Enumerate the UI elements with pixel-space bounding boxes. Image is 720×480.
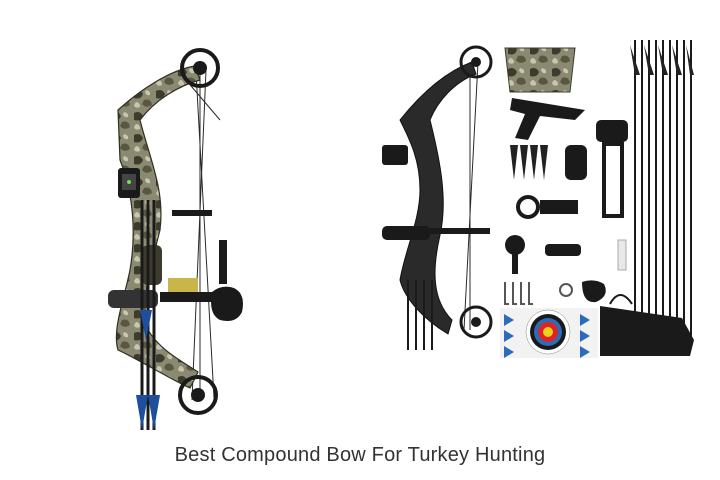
hex-keys-icon xyxy=(504,282,533,305)
bow-riser xyxy=(115,65,201,389)
bottom-cam-icon xyxy=(178,375,218,415)
kit-arrow-rest-icon xyxy=(505,235,525,274)
arm-guard-icon xyxy=(504,47,576,93)
arrow-rest-icon xyxy=(172,210,212,216)
string-wax-icon xyxy=(617,239,627,271)
kit-arrows-icon xyxy=(407,280,433,350)
release-aid-icon xyxy=(211,240,243,321)
small-stabilizer-icon xyxy=(545,244,581,256)
kit-release-aid-icon xyxy=(582,280,606,303)
wrist-release-icon xyxy=(565,145,587,180)
d-loop-icon xyxy=(559,283,573,297)
arrow-fletchings-icon xyxy=(630,45,694,75)
broadheads-icon xyxy=(510,145,548,180)
image-caption: Best Compound Bow For Turkey Hunting xyxy=(174,444,546,466)
top-cam-icon xyxy=(180,48,220,88)
black-compound-bow xyxy=(382,45,493,350)
bow-sight-icon xyxy=(118,168,140,198)
target-faces-icon xyxy=(500,308,598,358)
peep-sight-icon xyxy=(516,195,578,219)
case-handle-icon xyxy=(609,294,633,305)
camo-compound-bow-photo xyxy=(108,48,243,430)
bow-string xyxy=(185,69,221,401)
stabilizer-icon xyxy=(108,278,215,308)
arrows-bundle-icon xyxy=(634,40,692,340)
kit-quiver-icon xyxy=(596,120,628,218)
quiver-arrows-icon xyxy=(136,200,160,430)
bow-grip xyxy=(142,245,162,285)
bow-stand-icon xyxy=(510,98,585,140)
black-compound-bow-kit-photo xyxy=(382,40,694,358)
bow-case-icon xyxy=(600,306,694,356)
